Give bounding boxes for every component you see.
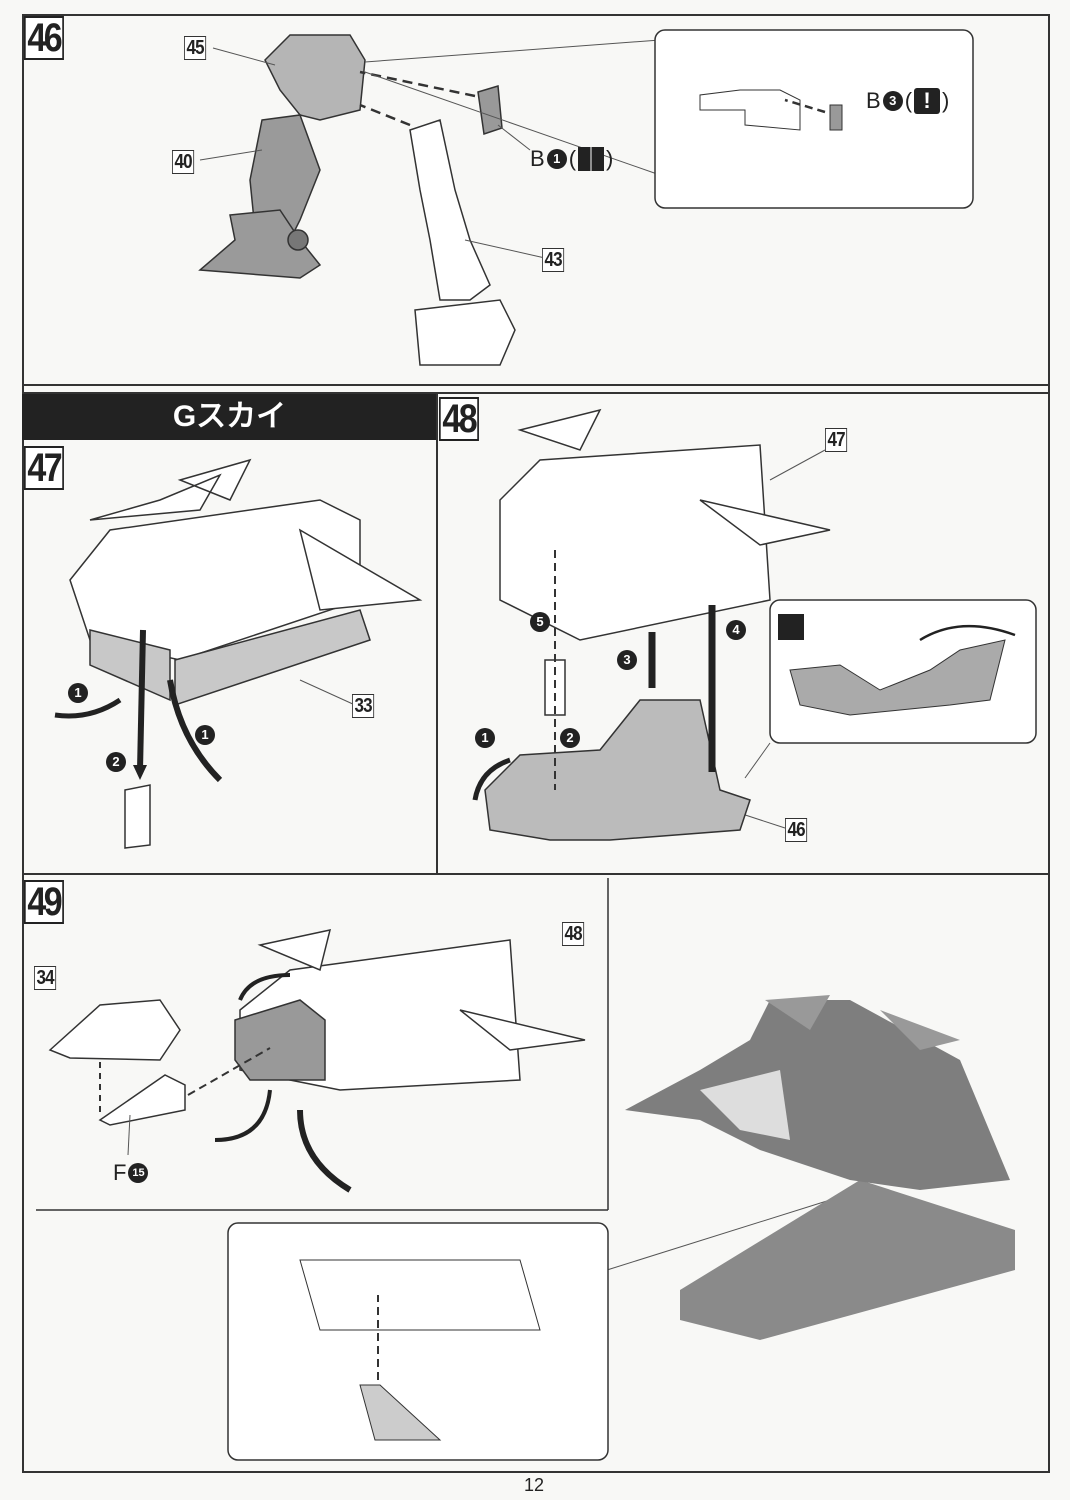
part-label-47: 47 bbox=[825, 428, 848, 452]
page-frame bbox=[22, 14, 1050, 1473]
part-label-40: 40 bbox=[172, 150, 195, 174]
completed-model-photo bbox=[625, 995, 1015, 1340]
part-label-48: 48 bbox=[562, 922, 585, 946]
step-number: 48 bbox=[439, 397, 479, 441]
section-title-bar: Gスカイ bbox=[22, 394, 437, 440]
order-marker-4: 4 bbox=[726, 620, 746, 640]
page-number: 12 bbox=[524, 1475, 545, 1495]
section-title: Gスカイ bbox=[172, 400, 287, 433]
g-sky-illustration bbox=[54, 408, 1037, 849]
order-marker-3: 3 bbox=[617, 650, 637, 670]
step-number: 46 bbox=[24, 16, 64, 60]
order-marker-5: 5 bbox=[530, 612, 550, 632]
part-label-33: 33 bbox=[352, 694, 375, 718]
step-number: 47 bbox=[24, 446, 64, 490]
clip-both-sides-icon bbox=[578, 147, 605, 171]
rotate-icon bbox=[778, 614, 804, 640]
order-marker-2: 2 bbox=[106, 752, 126, 772]
part-label-34: 34 bbox=[34, 966, 57, 990]
order-marker-1: 1 bbox=[475, 728, 495, 748]
step-number: 49 bbox=[24, 880, 64, 924]
step-divider bbox=[436, 394, 438, 874]
order-marker-2: 2 bbox=[560, 728, 580, 748]
order-marker-1b: 1 bbox=[195, 725, 215, 745]
order-marker-1: 1 bbox=[68, 683, 88, 703]
step-divider bbox=[22, 873, 1050, 875]
step-46-divider bbox=[22, 384, 1050, 386]
part-label-46: 46 bbox=[785, 818, 808, 842]
leg-assembly-illustration bbox=[198, 29, 974, 366]
part-label-45: 45 bbox=[184, 36, 207, 60]
caution-icon: ! bbox=[914, 88, 941, 114]
section-divider-top bbox=[22, 392, 1050, 394]
part-label-43: 43 bbox=[542, 248, 565, 272]
